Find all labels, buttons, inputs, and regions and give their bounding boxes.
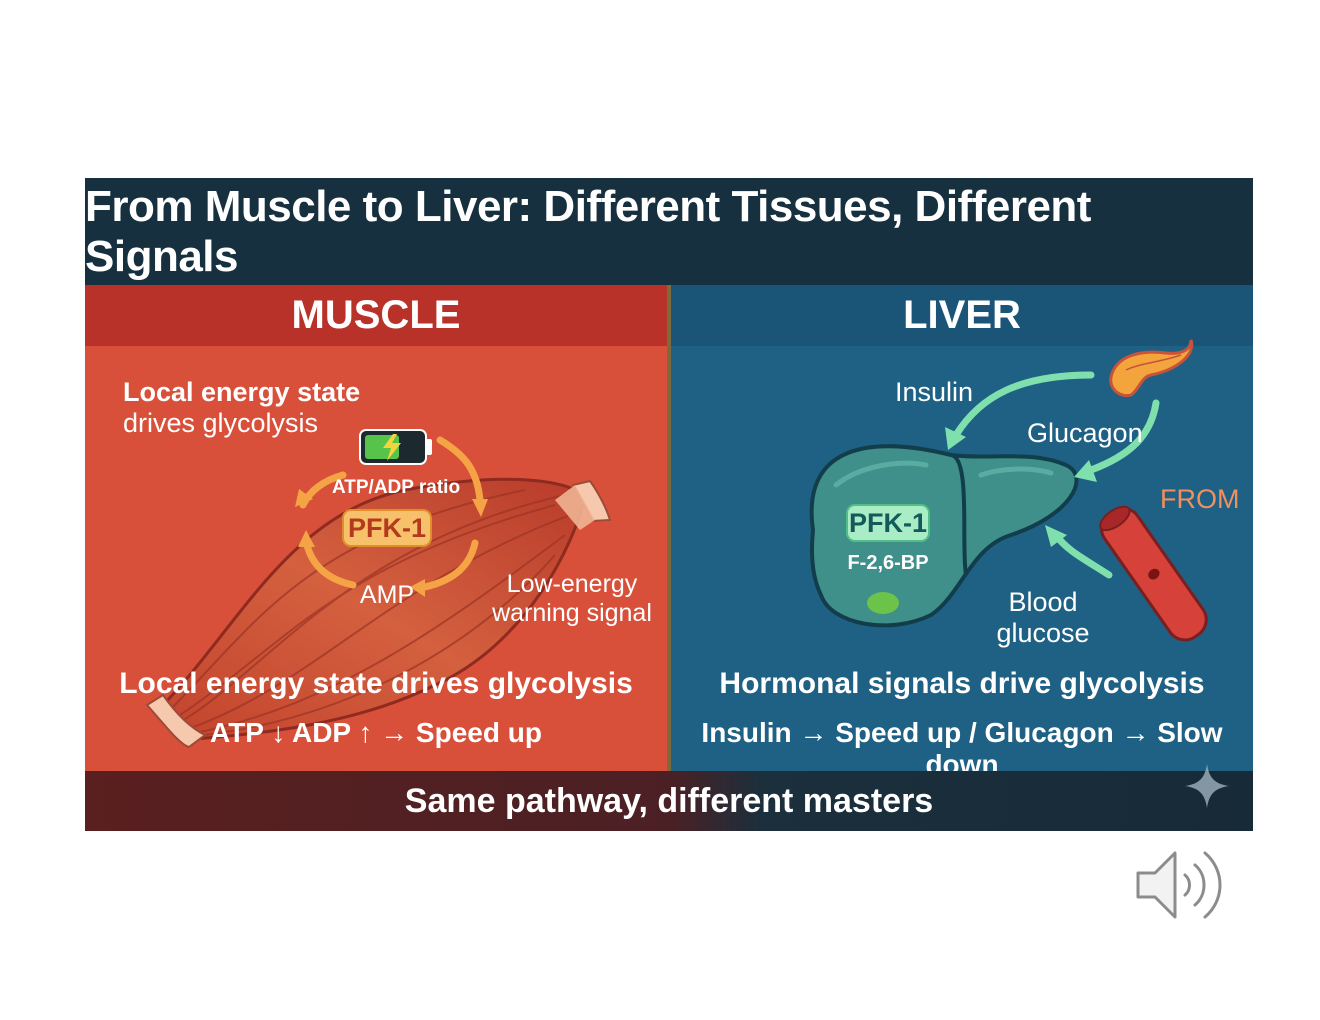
glucagon-label: Glucagon: [1027, 418, 1143, 448]
muscle-panel: MUSCLE: [85, 285, 667, 771]
muscle-side-label: Local energy state drives glycolysis: [123, 377, 361, 439]
battery-icon: [359, 429, 432, 465]
slide-title: From Muscle to Liver: Different Tissues,…: [85, 178, 1253, 285]
blood-glucose-label: Blood glucose: [996, 587, 1090, 649]
liver-header: LIVER: [671, 285, 1253, 346]
regulator-label: F-2,6-BP: [847, 552, 928, 574]
liver-summary: Hormonal signals drive glycolysis: [719, 667, 1205, 700]
liver-illustration: PFK-1 F-2,6-BP: [809, 339, 1208, 642]
slide: From Muscle to Liver: Different Tissues,…: [85, 178, 1253, 831]
muscle-pfk1: PFK-1: [348, 513, 426, 543]
insulin-label: Insulin: [895, 377, 974, 407]
from-label: FROM: [1160, 484, 1240, 514]
liver-pfk1: PFK-1: [849, 508, 927, 538]
warning-label: Low-energy warning signal: [492, 570, 652, 627]
liver-panel: LIVER: [671, 285, 1253, 780]
muscle-summary: Local energy state drives glycolysis: [119, 667, 633, 700]
muscle-rule: ATP ↓ ADP ↑ → Speed up: [210, 717, 542, 748]
footer-banner: Same pathway, different masters: [85, 771, 1253, 831]
muscle-header: MUSCLE: [85, 285, 667, 346]
speaker-icon[interactable]: [1133, 845, 1228, 925]
liver-rule: Insulin → Speed up / Glucagon → Slow dow…: [701, 717, 1223, 781]
ratio-label: ATP/ADP ratio: [332, 477, 460, 498]
blood-vessel-icon: [1099, 505, 1208, 642]
sparkle-icon: [1185, 764, 1229, 808]
panel-divider: [667, 285, 671, 771]
muscle-illustration: ATP/ADP ratio PFK-1 AMP: [145, 429, 612, 749]
pancreas-icon: [1109, 339, 1194, 398]
amp-label: AMP: [360, 581, 414, 609]
